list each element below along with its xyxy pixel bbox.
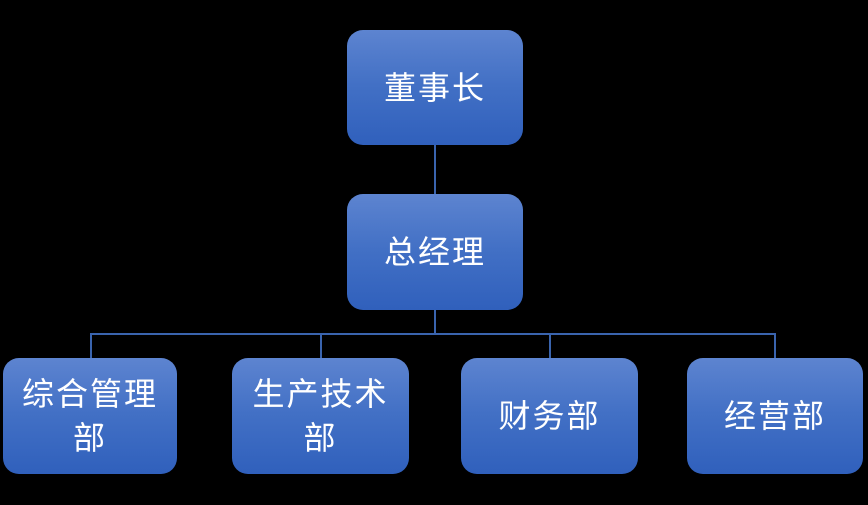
org-node-general-manager[interactable]: 总经理 [347,194,523,310]
org-node-dept-production[interactable]: 生产技术 部 [232,358,409,474]
connector-bus-to-dept-admin [90,333,92,358]
org-node-dept-admin[interactable]: 综合管理 部 [3,358,177,474]
org-node-dept-finance[interactable]: 财务部 [461,358,638,474]
connector-bus-to-dept-finance [549,333,551,358]
org-node-label: 财务部 [498,398,601,434]
connector-bus-to-dept-business [774,333,776,358]
org-node-label: 总经理 [383,234,486,270]
connector-bus-to-dept-production [320,333,322,358]
connector-gm-to-bus [434,310,436,333]
org-node-label: 综合管理 [21,376,158,412]
connector-chairman-to-gm [434,145,436,194]
org-node-label: 生产技术 [252,376,389,412]
org-node-label: 部 [72,420,107,456]
org-node-chairman[interactable]: 董事长 [347,30,523,145]
org-node-dept-business[interactable]: 经营部 [687,358,863,474]
org-node-label: 部 [303,420,338,456]
connector-horizontal-bus [90,333,776,335]
org-node-label: 董事长 [383,69,486,106]
org-node-label: 经营部 [723,398,826,434]
